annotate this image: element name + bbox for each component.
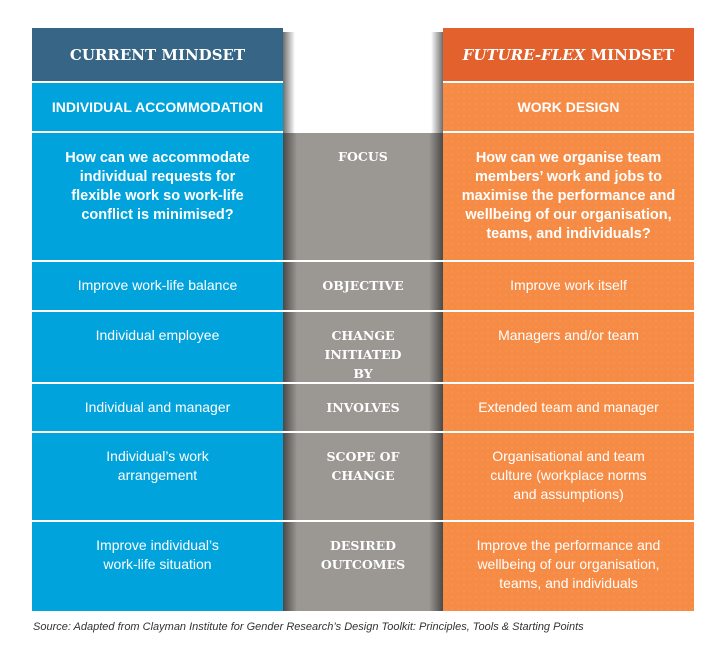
future-involves: Extended team and manager bbox=[443, 384, 694, 433]
column-shadow bbox=[283, 32, 295, 133]
future-flex-title-rest: MINDSET bbox=[585, 45, 675, 64]
label-objective: OBJECTIVE bbox=[283, 262, 443, 312]
current-mindset-column: CURRENT MINDSET INDIVIDUAL ACCOMMODATION… bbox=[32, 28, 283, 611]
source-caption: Source: Adapted from Clayman Institute f… bbox=[33, 621, 584, 633]
current-mindset-header: CURRENT MINDSET bbox=[32, 28, 283, 83]
label-focus: FOCUS bbox=[283, 133, 443, 262]
current-desired-outcomes: Improve individual’s work-life situation bbox=[32, 522, 283, 611]
future-focus: How can we organise team members’ work a… bbox=[443, 133, 694, 262]
future-objective: Improve work itself bbox=[443, 262, 694, 312]
label-change-initiated-by: CHANGE INITIATED BY bbox=[283, 312, 443, 384]
future-change-initiated-by: Managers and/or team bbox=[443, 312, 694, 384]
future-flex-mindset-header: FUTURE-FLEX MINDSET bbox=[443, 28, 694, 83]
current-involves: Individual and manager bbox=[32, 384, 283, 433]
current-change-initiated-by: Individual employee bbox=[32, 312, 283, 384]
current-mindset-subtitle: INDIVIDUAL ACCOMMODATION bbox=[32, 83, 283, 133]
criteria-column: FOCUS OBJECTIVE CHANGE INITIATED BY INVO… bbox=[283, 133, 443, 611]
future-flex-subtitle: WORK DESIGN bbox=[443, 83, 694, 133]
label-involves: INVOLVES bbox=[283, 384, 443, 433]
future-flex-mindset-column: FUTURE-FLEX MINDSET WORK DESIGN How can … bbox=[443, 28, 694, 611]
current-focus: How can we accommodate individual reques… bbox=[32, 133, 283, 262]
future-desired-outcomes: Improve the performance and wellbeing of… bbox=[443, 522, 694, 611]
column-shadow bbox=[431, 32, 443, 133]
future-scope-of-change: Organisational and team culture (workpla… bbox=[443, 433, 694, 522]
current-scope-of-change: Individual’s work arrangement bbox=[32, 433, 283, 522]
current-objective: Improve work-life balance bbox=[32, 262, 283, 312]
future-flex-title-italic: FUTURE-FLEX bbox=[462, 45, 586, 64]
label-scope-of-change: SCOPE OF CHANGE bbox=[283, 433, 443, 522]
label-desired-outcomes: DESIRED OUTCOMES bbox=[320, 538, 406, 572]
